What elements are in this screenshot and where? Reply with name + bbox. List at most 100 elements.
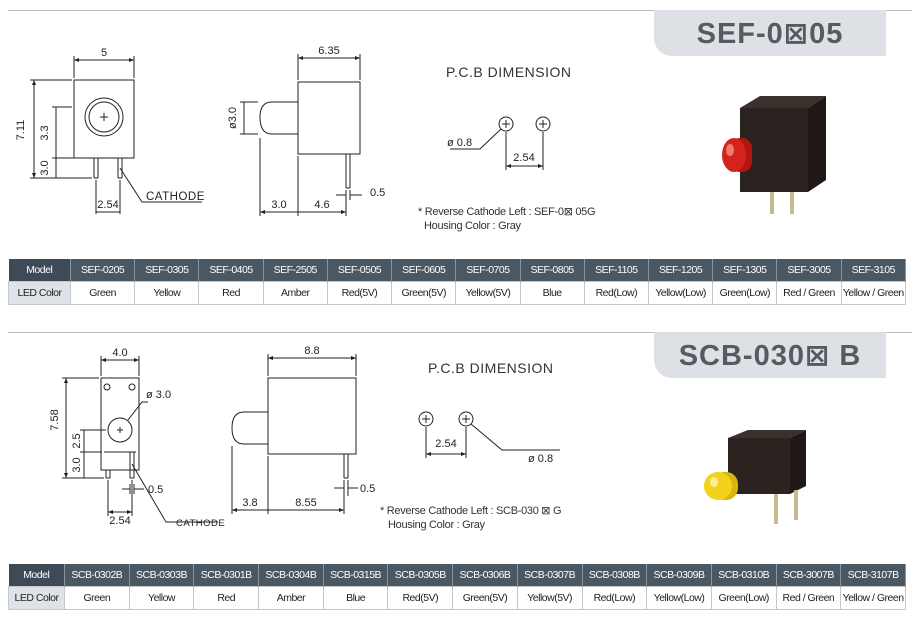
sef-dim-side: 6.35 (318, 45, 339, 57)
color-cell: Yellow(Low) (646, 586, 712, 610)
color-cell: Amber (258, 586, 324, 610)
color-cell: Green(Low) (710, 586, 777, 610)
sef-front-body (73, 79, 135, 159)
sef-dim-top: 5 (101, 47, 107, 59)
sef-side-body (297, 81, 361, 155)
sef-dim-height: 7.11 (15, 120, 27, 141)
model-cell: SEF-1105 (584, 259, 649, 282)
color-header: LED Color (8, 586, 65, 610)
scb-pcb-title: P.C.B DIMENSION (428, 360, 554, 376)
model-cell: SEF-3005 (776, 259, 842, 282)
scb-dim-lead-w2: 0.5 (360, 483, 375, 495)
sef-dim-low: 3.0 (39, 160, 51, 175)
sef-pcb-pitch: 2.54 (513, 152, 534, 164)
model-cell: SCB-0308B (582, 564, 648, 587)
sef-note-line2: Housing Color : Gray (424, 220, 521, 232)
color-cell: Yellow / Green (840, 586, 906, 610)
scb-title: SCB-030⊠ B (654, 332, 886, 378)
scb-dim-pitch: 2.54 (109, 515, 130, 527)
model-cell: SCB-3007B (776, 564, 842, 587)
color-cell: Red / Green (776, 281, 842, 305)
color-cell: Green(5V) (452, 586, 518, 610)
model-cell: SEF-3105 (841, 259, 907, 282)
scb-dim-lens: ø 3.0 (146, 389, 171, 401)
color-cell: Green (64, 586, 130, 610)
sef-dim-lens: ø3.0 (227, 107, 239, 129)
model-cell: SCB-3107B (840, 564, 906, 587)
model-cell: SCB-0315B (323, 564, 389, 587)
color-cell: Red (198, 281, 264, 305)
scb-pcb-pitch: 2.54 (435, 438, 456, 450)
color-cell: Yellow (128, 586, 195, 610)
model-cell: SEF-0205 (70, 259, 136, 282)
sef-dim-lead-w: 0.5 (370, 187, 385, 199)
color-cell: Green(5V) (391, 281, 457, 305)
sef-spec-table: Model SEF-0205 SEF-0305 SEF-0405 SEF-250… (8, 259, 907, 305)
model-cell: SCB-0303B (129, 564, 195, 587)
model-cell: SEF-0405 (198, 259, 264, 282)
scb-dim-top: 4.0 (112, 347, 127, 359)
model-cell: SEF-0505 (327, 259, 393, 282)
sef-cathode-label: CATHODE (146, 191, 205, 203)
model-cell: SEF-2505 (263, 259, 328, 282)
sef-note-line1: * Reverse Cathode Left : SEF-0⊠ 05G (418, 206, 596, 218)
color-cell: Yellow (134, 281, 200, 305)
color-cell: Red(Low) (583, 281, 649, 305)
scb-dim-height: 7.58 (49, 409, 61, 430)
table-row: LED Color Green Yellow Red Amber Blue Re… (8, 586, 906, 610)
scb-note-line2: Housing Color : Gray (388, 519, 485, 531)
color-cell: Red(5V) (387, 586, 454, 610)
sef-dim-lead-off: 4.6 (314, 199, 329, 211)
model-header: Model (8, 259, 71, 282)
scb-side-body (267, 377, 357, 455)
scb-dim-side: 8.8 (304, 345, 319, 357)
color-cell: Yellow(Low) (647, 281, 714, 305)
model-cell: SCB-0309B (646, 564, 712, 587)
sef-drawing: 5 7.11 3.3 3.0 2.54 CATHODE 6.35 ø3.0 3.… (15, 45, 826, 216)
sef-dim-pitch: 2.54 (97, 199, 118, 211)
sef-pcb-hole: ø 0.8 (447, 137, 472, 149)
model-cell: SCB-0302B (64, 564, 130, 587)
sef-dim-lens-len: 3.0 (271, 199, 286, 211)
color-cell: Blue (519, 281, 585, 305)
color-cell: Blue (322, 586, 389, 610)
scb-pcb-hole: ø 0.8 (528, 453, 553, 465)
section-divider (8, 332, 912, 333)
color-cell: Yellow(5V) (516, 586, 583, 610)
scb-section: SCB-030⊠ B (0, 316, 920, 622)
model-cell: SEF-0605 (391, 259, 457, 282)
sef-dim-mid: 3.3 (39, 125, 51, 140)
sef-note: * Reverse Cathode Left : SEF-0⊠ 05G Hous… (418, 205, 596, 233)
table-row: LED Color Green Yellow Red Amber Red(5V)… (8, 281, 907, 305)
sef-led-photo (722, 96, 826, 214)
model-cell: SEF-1205 (648, 259, 714, 282)
table-header-row: Model SEF-0205 SEF-0305 SEF-0405 SEF-250… (8, 259, 907, 282)
color-cell: Red (193, 586, 260, 610)
sef-pcb-title: P.C.B DIMENSION (446, 64, 572, 80)
scb-led-photo (704, 430, 806, 524)
color-cell: Yellow(5V) (455, 281, 521, 305)
color-header: LED Color (8, 281, 71, 305)
scb-cathode-label: CATHODE (176, 518, 225, 529)
color-cell: Green(Low) (712, 281, 778, 305)
model-cell: SCB-0305B (387, 564, 454, 587)
model-cell: SCB-0304B (258, 564, 324, 587)
model-cell: SEF-1305 (712, 259, 778, 282)
color-cell: Green (69, 281, 136, 305)
model-cell: SCB-0307B (517, 564, 583, 587)
model-cell: SCB-0310B (711, 564, 777, 587)
color-cell: Red(Low) (581, 586, 648, 610)
color-cell: Red(5V) (326, 281, 393, 305)
sef-section: SEF-0⊠05 (8, 10, 912, 305)
sef-title: SEF-0⊠05 (654, 10, 886, 56)
section-divider (8, 10, 912, 11)
scb-dim-lens-len: 3.8 (242, 497, 257, 509)
scb-spec-table: Model SCB-0302B SCB-0303B SCB-0301B SCB-… (8, 564, 906, 610)
model-header: Model (8, 564, 65, 587)
scb-dim-mid: 2.5 (71, 433, 83, 448)
scb-note: * Reverse Cathode Left : SCB-030 ⊠ G Hou… (380, 504, 562, 532)
color-cell: Red / Green (775, 586, 842, 610)
scb-dim-lead-w: 0.5 (148, 484, 163, 496)
scb-dim-lead-off: 8.55 (295, 497, 316, 509)
color-cell: Amber (262, 281, 328, 305)
